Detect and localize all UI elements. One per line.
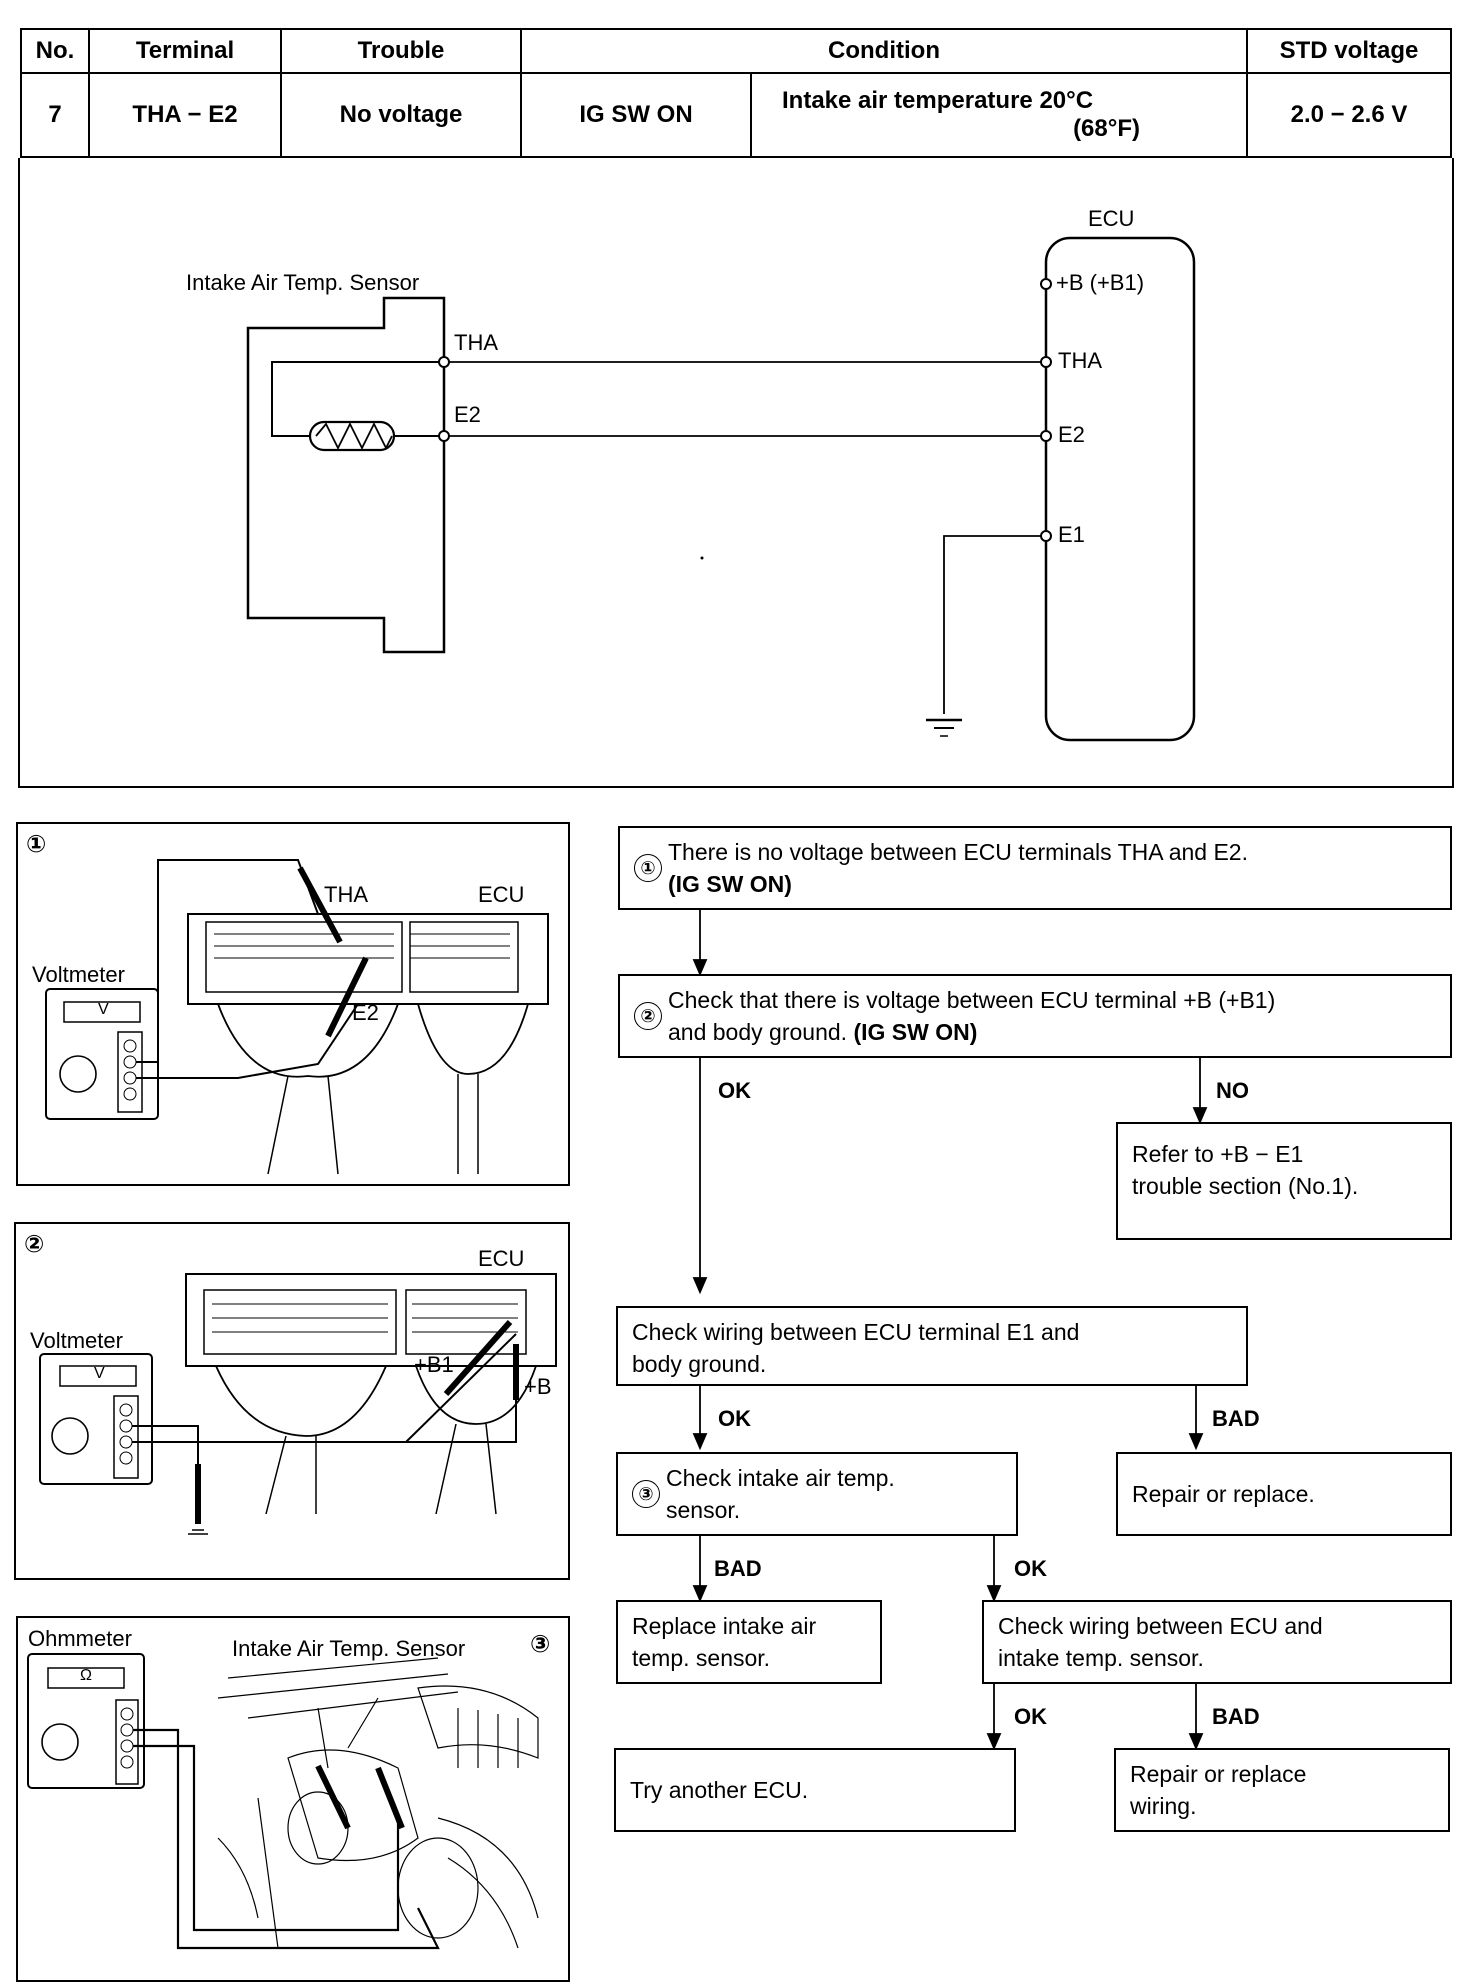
- flow-bad-2: BAD: [1212, 1406, 1260, 1431]
- figure-3-number: ③: [530, 1631, 551, 1658]
- flow-refer-line-2: trouble section (No.1).: [1132, 1173, 1359, 1199]
- flow-step-2: ② Check that there is voltage between EC…: [618, 974, 1452, 1058]
- flow-step-3-line-1: Check intake air temp.: [666, 1465, 895, 1491]
- flow-step-1: ① There is no voltage between ECU termin…: [618, 826, 1452, 910]
- cell-std-voltage: 2.0 − 2.6 V: [1246, 72, 1452, 158]
- header-std-voltage: STD voltage: [1246, 28, 1452, 74]
- figure-3-meter-unit: Ω: [80, 1667, 92, 1684]
- flow-repair-wiring-line-1: Repair or replace: [1130, 1761, 1307, 1787]
- flow-repair-replace: Repair or replace.: [1132, 1481, 1315, 1507]
- figure-1-meter-unit: V: [98, 1001, 109, 1018]
- ecu-label: ECU: [1088, 206, 1135, 231]
- figure-1-tha: THA: [324, 882, 368, 907]
- figure-3-drawing: [27, 1653, 539, 1950]
- sensor-outline: [246, 296, 446, 654]
- condition-temp-line2: (68°F): [1073, 115, 1140, 142]
- flow-repair-wiring-box: Repair or replace wiring.: [1114, 1748, 1450, 1832]
- spec-table: No. Terminal Trouble Condition STD volta…: [20, 28, 1452, 158]
- cell-no: 7: [20, 72, 90, 158]
- sensor-e2-label: E2: [454, 402, 481, 427]
- figure-1: ① THA ECU Voltmeter V E2: [16, 822, 570, 1186]
- flow-step-2-text-2: and body ground.: [668, 1019, 848, 1045]
- figure-3: Ohmmeter Ω Intake Air Temp. Sensor ③: [16, 1616, 570, 1982]
- flow-check-e1-line-2: body ground.: [632, 1351, 767, 1377]
- flow-check-wiring-box: Check wiring between ECU and intake temp…: [982, 1600, 1452, 1684]
- flow-step-1-bold: (IG SW ON): [668, 871, 792, 897]
- ecu-b-label: +B (+B1): [1056, 270, 1145, 295]
- ecu-e1-label: E1: [1058, 522, 1085, 547]
- sensor-tha-label: THA: [454, 330, 498, 355]
- ecu-e2-label: E2: [1058, 422, 1085, 447]
- cell-trouble: No voltage: [280, 72, 522, 158]
- cell-condition-temp: Intake air temperature 20°C (68°F): [750, 72, 1248, 158]
- flow-step-1-number: ①: [634, 854, 662, 882]
- flow-step-3: ③ Check intake air temp. sensor.: [616, 1452, 1018, 1536]
- flow-step-3-number: ③: [632, 1480, 660, 1508]
- flow-check-wiring-line-2: intake temp. sensor.: [998, 1645, 1204, 1671]
- ecu-box: [1044, 236, 1196, 742]
- figure-1-voltmeter: Voltmeter: [32, 962, 125, 987]
- figure-2-b: +B: [524, 1374, 552, 1399]
- figure-2-b1: +B1: [414, 1352, 454, 1377]
- figure-2: ② ECU Voltmeter V +B1 +B: [14, 1222, 570, 1580]
- flow-refer-box: Refer to +B − E1 trouble section (No.1).: [1116, 1122, 1452, 1240]
- sensor-label: Intake Air Temp. Sensor: [186, 270, 420, 295]
- flow-check-e1-box: Check wiring between ECU terminal E1 and…: [616, 1306, 1248, 1386]
- header-condition: Condition: [520, 28, 1248, 74]
- flow-no-1: NO: [1216, 1078, 1249, 1103]
- figure-1-ecu: ECU: [478, 882, 525, 907]
- figure-2-meter-unit: V: [94, 1365, 105, 1382]
- cell-terminal: THA − E2: [88, 72, 282, 158]
- flow-step-2-bold: (IG SW ON): [853, 1019, 978, 1045]
- ecu-tha-label: THA: [1058, 348, 1102, 373]
- cell-condition-sw: IG SW ON: [520, 72, 752, 158]
- flow-check-wiring-line-1: Check wiring between ECU and: [998, 1613, 1323, 1639]
- sensor-inner-wire: [271, 361, 444, 437]
- flow-refer-line-1: Refer to +B − E1: [1132, 1141, 1304, 1167]
- figure-1-e2: E2: [352, 1000, 379, 1025]
- flow-bad-3: BAD: [714, 1556, 762, 1581]
- flow-step-2-number: ②: [634, 1002, 662, 1030]
- circuit-diagram-panel: ECU Intake Air Temp. Sensor THA E2 +B (+…: [18, 158, 1454, 788]
- wire-e1: [943, 535, 1046, 714]
- flow-bad-4: BAD: [1212, 1704, 1260, 1729]
- header-no: No.: [20, 28, 90, 74]
- header-trouble: Trouble: [280, 28, 522, 74]
- circuit-diagram: [246, 236, 1196, 742]
- thermistor-zigzag: [315, 421, 393, 451]
- figure-3-sensor-label: Intake Air Temp. Sensor: [232, 1636, 466, 1661]
- flow-ok-1: OK: [718, 1078, 751, 1103]
- flow-replace-line-2: temp. sensor.: [632, 1645, 771, 1671]
- flow-ok-4: OK: [1014, 1704, 1047, 1729]
- flow-check-e1-line-1: Check wiring between ECU terminal E1 and: [632, 1319, 1080, 1345]
- flow-step-2-text-1: Check that there is voltage between ECU …: [668, 987, 1276, 1013]
- flow-ok-2: OK: [718, 1406, 751, 1431]
- figure-2-number: ②: [24, 1231, 45, 1258]
- figure-3-ohmmeter: Ohmmeter: [28, 1626, 132, 1651]
- flow-repair-wiring-line-2: wiring.: [1130, 1793, 1197, 1819]
- flow-step-3-line-2: sensor.: [666, 1497, 741, 1523]
- figure-2-ecu: ECU: [478, 1246, 525, 1271]
- figure-1-number: ①: [26, 831, 47, 858]
- figure-2-drawing: [39, 1273, 557, 1535]
- flow-replace-line-1: Replace intake air: [632, 1613, 817, 1639]
- flow-replace-sensor-box: Replace intake air temp. sensor.: [616, 1600, 882, 1684]
- condition-temp-line1: Intake air temperature 20°C: [782, 87, 1094, 114]
- figure-2-voltmeter: Voltmeter: [30, 1328, 123, 1353]
- figure-1-drawing: [45, 859, 549, 1175]
- flow-try-ecu: Try another ECU.: [630, 1777, 809, 1803]
- flow-ok-3: OK: [1014, 1556, 1047, 1581]
- flow-step-1-text: There is no voltage between ECU terminal…: [668, 839, 1248, 865]
- flow-try-ecu-box: Try another ECU.: [614, 1748, 1016, 1832]
- flow-repair-replace-box: Repair or replace.: [1116, 1452, 1452, 1536]
- header-terminal: Terminal: [88, 28, 282, 74]
